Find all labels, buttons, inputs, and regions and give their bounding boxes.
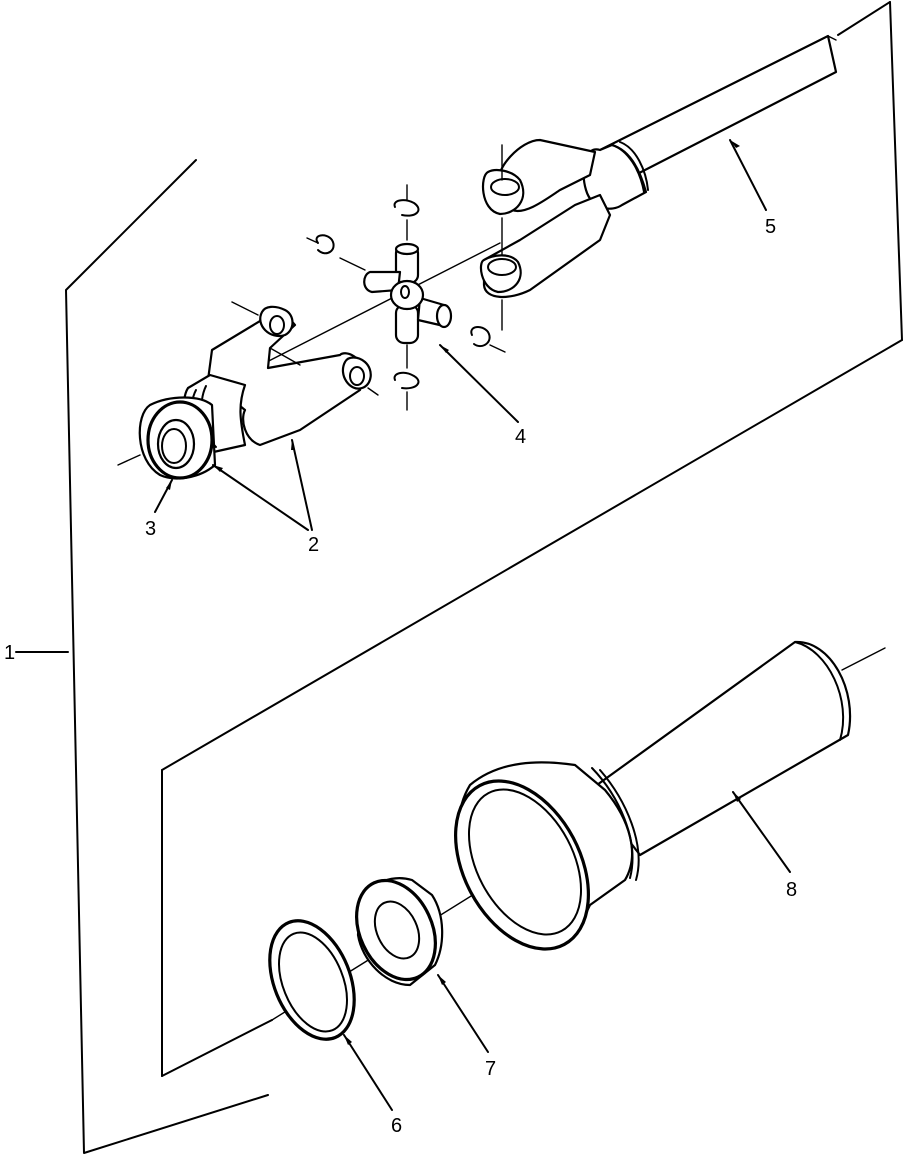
inner-yoke (138, 301, 379, 531)
leader-6 (343, 1034, 393, 1111)
callout-8: 8 (786, 879, 797, 901)
upper-panel-outline (161, 1, 903, 771)
callout-7: 7 (485, 1058, 496, 1080)
leader-8 (732, 791, 791, 873)
callout-6: 6 (391, 1115, 402, 1137)
callout-labels: 1 2 3 4 5 6 7 8 (4, 216, 797, 1137)
leader-2b (291, 439, 313, 531)
callout-2: 2 (308, 534, 319, 556)
lower-panel-outline (161, 769, 273, 1077)
leader-7 (437, 974, 489, 1053)
callout-1: 1 (4, 642, 15, 664)
leader-4 (439, 344, 519, 423)
assembly-bracket (15, 159, 269, 1154)
slip-yoke-shaft (479, 34, 838, 331)
cross-and-bearing (306, 184, 519, 423)
guard-shield (454, 640, 852, 951)
callout-4: 4 (515, 426, 526, 448)
callout-3: 3 (145, 518, 156, 540)
leader-5 (729, 139, 767, 211)
leader-2a (212, 464, 309, 531)
bearing-ring (355, 877, 489, 1053)
callout-5: 5 (765, 216, 776, 238)
ring (268, 919, 393, 1111)
